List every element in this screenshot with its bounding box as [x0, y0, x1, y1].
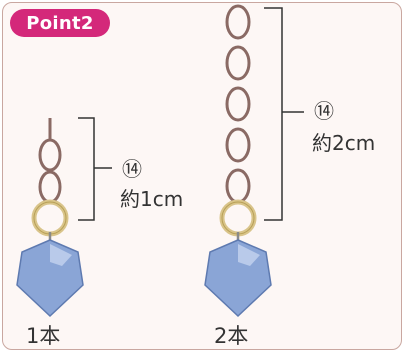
measure-bracket	[78, 117, 95, 221]
left-assembly: ⑭ 約1cm 1本	[16, 117, 183, 348]
right-caption: 2本	[214, 324, 248, 348]
right-circle-number: ⑭	[314, 99, 334, 123]
right-assembly: ⑭ 約2cm 2本	[204, 4, 375, 348]
chain-link	[225, 45, 251, 81]
left-circle-number: ⑭	[122, 157, 142, 181]
chain-link	[225, 4, 251, 40]
left-measure-label: 約1cm	[120, 187, 183, 211]
left-caption: 1本	[26, 324, 60, 348]
right-measure-label: 約2cm	[312, 131, 375, 155]
jump-ring-outline	[33, 201, 67, 235]
measure-bracket	[264, 7, 283, 221]
jump-ring-outline	[221, 201, 255, 235]
chain-link	[225, 168, 251, 204]
point-badge: Point2	[10, 9, 110, 37]
chain-link	[38, 170, 62, 204]
bead-highlight	[50, 244, 72, 266]
bead-highlight	[238, 244, 260, 266]
chain-link	[225, 86, 251, 122]
chain-link	[38, 138, 62, 172]
chain-link	[225, 127, 251, 163]
